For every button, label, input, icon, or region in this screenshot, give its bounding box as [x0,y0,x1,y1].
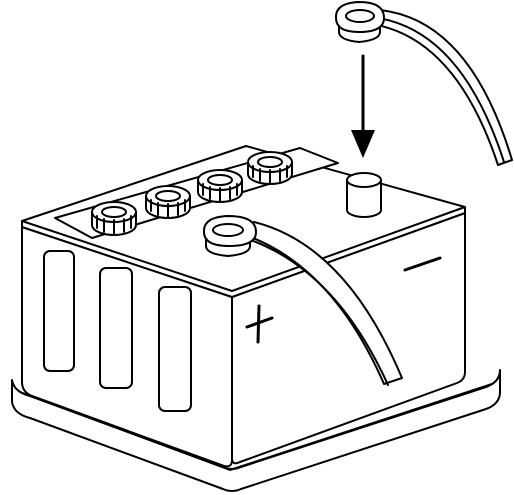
negative-terminal-post [347,173,381,217]
vent-cap-3 [198,170,242,202]
vent-cap-1 [92,202,136,235]
cell-window-1 [44,251,74,371]
down-arrow-icon [351,56,375,158]
negative-clamp [336,2,384,42]
positive-clamp [204,216,256,256]
cell-window-2 [100,268,132,388]
negative-cable [372,10,512,165]
vent-cap-2 [146,186,190,218]
cell-window-3 [159,287,191,411]
vent-cap-4 [248,152,292,184]
